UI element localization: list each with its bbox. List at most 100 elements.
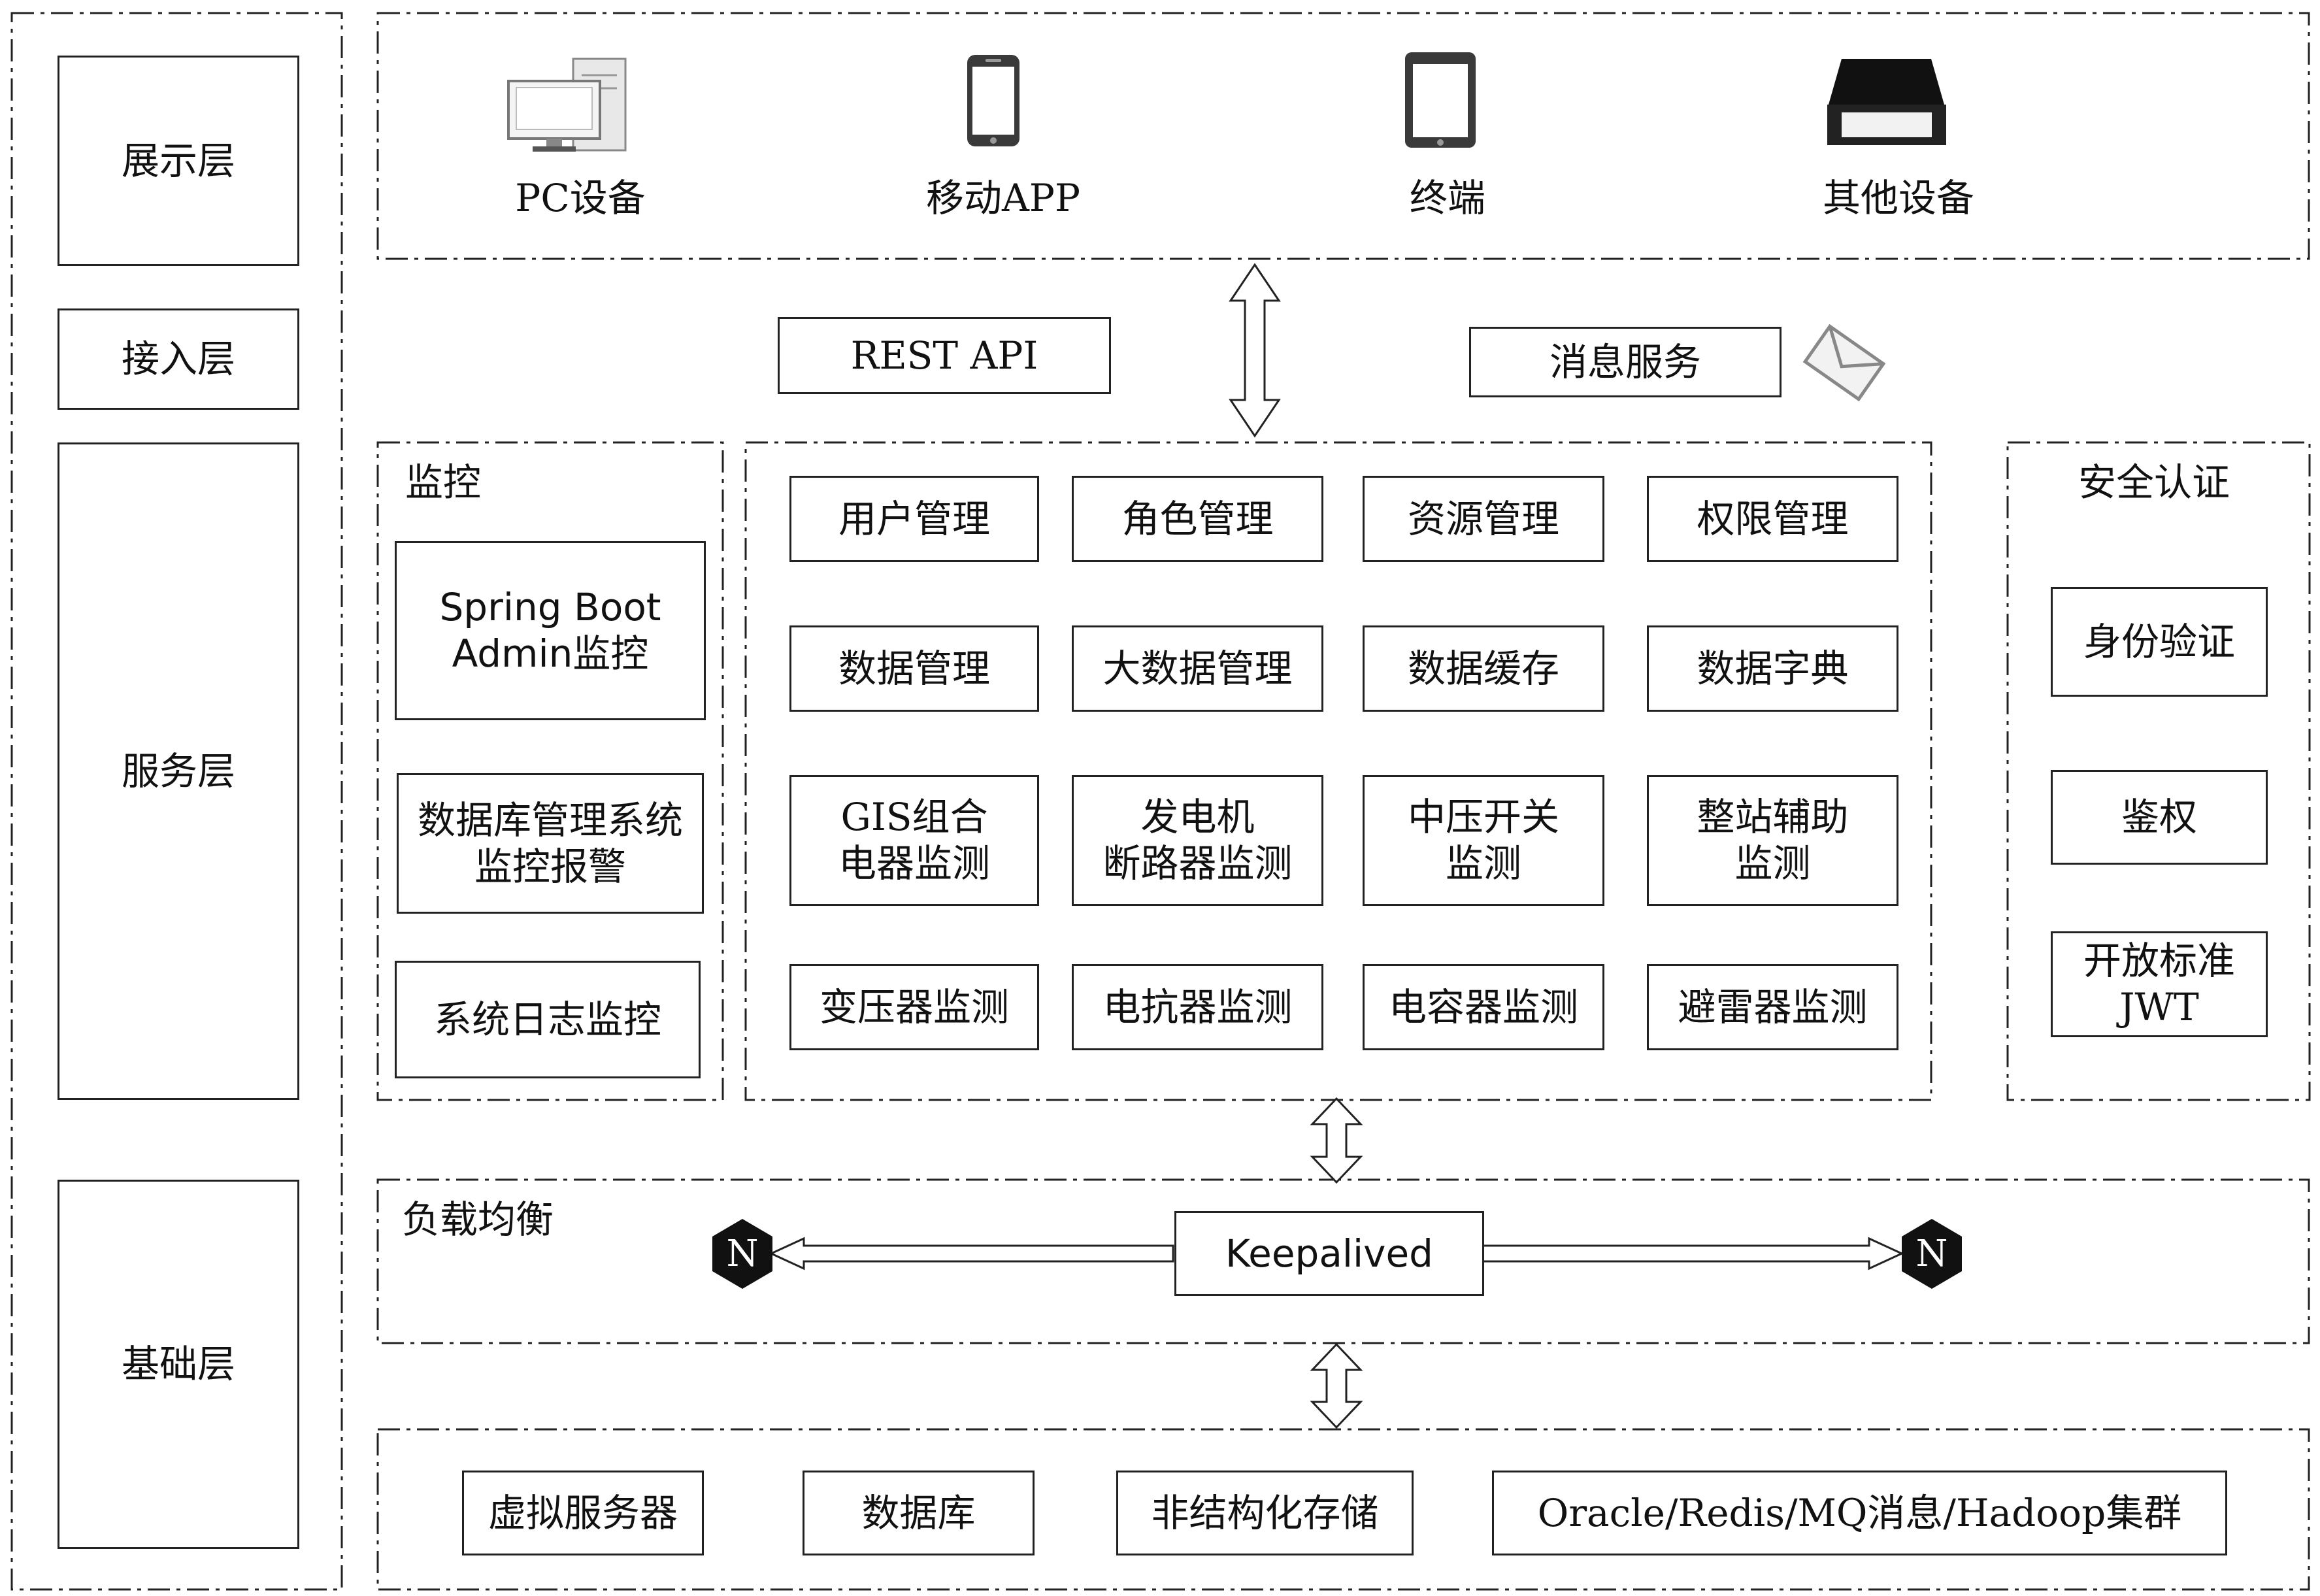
message-service-box: 消息服务: [1469, 327, 1781, 397]
display-layer-box: 展示层: [58, 56, 299, 266]
envelope-icon: [1802, 324, 1886, 402]
data-dictionary-box: 数据字典: [1647, 625, 1898, 712]
device-pc-label: PC设备: [515, 176, 646, 220]
db-monitor-alarm-box: 数据库管理系统 监控报警: [397, 773, 704, 914]
gis-appliance-monitoring-label-line2: 电器监测: [838, 841, 990, 886]
access-layer-box: 接入层: [58, 308, 299, 410]
cluster-label: Oracle/Redis/MQ消息/Hadoop集群: [1537, 1490, 2182, 1535]
resource-management-box: 资源管理: [1363, 476, 1604, 562]
scanner-icon: [1827, 59, 1946, 145]
capacitor-monitoring-box: 电容器监测: [1363, 964, 1604, 1050]
spring-boot-admin-monitor-box: Spring Boot Admin监控: [395, 541, 706, 720]
user-management-box: 用户管理: [789, 476, 1039, 562]
spring-boot-admin-line1: Spring Boot: [439, 585, 661, 630]
system-log-monitor-box: 系统日志监控: [395, 961, 701, 1078]
nginx-node-right-label: N: [1916, 1233, 1948, 1275]
authorization-box: 鉴权: [2051, 770, 2268, 865]
station-auxiliary-monitoring-label-line2: 监测: [1734, 841, 1811, 886]
generator-breaker-monitoring-label-line1: 发电机: [1140, 795, 1255, 840]
system-log-monitor-label: 系统日志监控: [433, 997, 661, 1042]
permission-management-label: 权限管理: [1697, 496, 1849, 541]
db-monitor-alarm-line1: 数据库管理系统: [417, 797, 683, 842]
device-terminal-label: 终端: [1409, 176, 1486, 220]
device-other-label: 其他设备: [1822, 176, 1975, 220]
authorization-label: 鉴权: [2121, 795, 2197, 840]
data-dictionary-label: 数据字典: [1697, 646, 1849, 691]
desktop-pc-icon: [507, 58, 627, 152]
display-service-double-arrow: [1229, 263, 1281, 438]
mv-switch-monitoring-box: 中压开关监测: [1363, 775, 1604, 906]
transformer-monitoring-box: 变压器监测: [789, 964, 1039, 1050]
role-management-label: 角色管理: [1121, 496, 1274, 541]
reactor-monitoring-box: 电抗器监测: [1072, 964, 1323, 1050]
loadbalance-infrastructure-double-arrow: [1310, 1342, 1363, 1429]
load-balance-title: 负载均衡: [402, 1197, 554, 1242]
data-management-label: 数据管理: [838, 646, 990, 691]
base-layer-box: 基础层: [58, 1180, 299, 1549]
display-layer-label: 展示层: [121, 138, 235, 183]
keepalived-right-arrow: [1481, 1237, 1904, 1271]
open-standard-jwt-box: 开放标准 JWT: [2051, 931, 2268, 1037]
gis-appliance-monitoring-box: GIS组合电器监测: [789, 775, 1039, 906]
monitor-region: [376, 441, 724, 1101]
security-region: [2006, 441, 2311, 1101]
big-data-management-label: 大数据管理: [1102, 646, 1293, 691]
keepalived-left-arrow: [769, 1237, 1174, 1271]
role-management-box: 角色管理: [1072, 476, 1323, 562]
identity-verification-box: 身份验证: [2051, 587, 2268, 697]
transformer-monitoring-label: 变压器监测: [819, 984, 1009, 1029]
cluster-box: Oracle/Redis/MQ消息/Hadoop集群: [1492, 1471, 2227, 1555]
open-standard-label: 开放标准: [2083, 939, 2235, 984]
smartphone-icon: [967, 55, 1019, 146]
arrester-monitoring-box: 避雷器监测: [1647, 964, 1898, 1050]
generator-breaker-monitoring-box: 发电机断路器监测: [1072, 775, 1323, 906]
service-loadbalance-double-arrow: [1310, 1097, 1363, 1184]
keepalived-box: Keepalived: [1174, 1211, 1484, 1296]
database-label: 数据库: [861, 1490, 976, 1535]
tablet-icon: [1405, 52, 1476, 148]
db-monitor-alarm-line2: 监控报警: [474, 844, 626, 889]
big-data-management-box: 大数据管理: [1072, 625, 1323, 712]
service-layer-label: 服务层: [121, 748, 235, 793]
unstructured-storage-label: 非结构化存储: [1151, 1490, 1379, 1535]
nginx-node-left-label: N: [727, 1233, 759, 1275]
arrester-monitoring-label: 避雷器监测: [1678, 984, 1868, 1029]
infrastructure-region: [376, 1428, 2310, 1591]
display-layer-region: [376, 12, 2310, 260]
station-auxiliary-monitoring-box: 整站辅助监测: [1647, 775, 1898, 906]
identity-verification-label: 身份验证: [2083, 619, 2235, 664]
keepalived-label: Keepalived: [1225, 1231, 1433, 1276]
message-service-label: 消息服务: [1549, 339, 1701, 384]
service-layer-box: 服务层: [58, 442, 299, 1100]
rest-api-box: REST API: [778, 317, 1111, 394]
jwt-label: JWT: [2119, 985, 2199, 1029]
user-management-label: 用户管理: [838, 496, 990, 541]
resource-management-label: 资源管理: [1407, 496, 1559, 541]
data-cache-box: 数据缓存: [1363, 625, 1604, 712]
load-balance-region: [376, 1178, 2310, 1344]
monitor-title: 监控: [405, 460, 482, 505]
virtual-server-label: 虚拟服务器: [488, 1490, 678, 1535]
data-cache-label: 数据缓存: [1407, 646, 1559, 691]
access-layer-label: 接入层: [121, 337, 235, 382]
gis-appliance-monitoring-label-line1: GIS组合: [840, 795, 988, 840]
base-layer-label: 基础层: [121, 1342, 235, 1387]
spring-boot-admin-line2: Admin监控: [452, 631, 649, 676]
nginx-node-left-icon: N: [712, 1219, 772, 1289]
station-auxiliary-monitoring-label-line1: 整站辅助: [1697, 795, 1849, 840]
security-title: 安全认证: [2078, 460, 2230, 505]
unstructured-storage-box: 非结构化存储: [1116, 1471, 1414, 1555]
device-mobile-app-label: 移动APP: [926, 176, 1080, 220]
database-box: 数据库: [803, 1471, 1035, 1555]
virtual-server-box: 虚拟服务器: [462, 1471, 704, 1555]
layer-column-region: [10, 12, 343, 1591]
mv-switch-monitoring-label-line2: 监测: [1445, 841, 1521, 886]
permission-management-box: 权限管理: [1647, 476, 1898, 562]
mv-switch-monitoring-label-line1: 中压开关: [1407, 795, 1559, 840]
capacitor-monitoring-label: 电容器监测: [1388, 984, 1578, 1029]
generator-breaker-monitoring-label-line2: 断路器监测: [1102, 841, 1293, 886]
rest-api-label: REST API: [850, 333, 1038, 378]
nginx-node-right-icon: N: [1902, 1219, 1962, 1289]
